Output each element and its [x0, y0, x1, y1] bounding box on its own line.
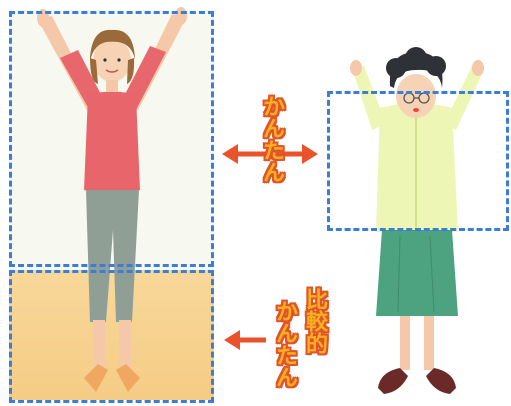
fairly-easy-label: かんたん 比較的 — [270, 288, 330, 388]
double-arrow-icon — [222, 144, 318, 164]
gray-pants — [86, 190, 139, 322]
easy-label: かんたん — [256, 95, 286, 183]
hair — [90, 29, 135, 62]
fairly-easy-column-1: 比較的 — [300, 288, 328, 354]
fairly-easy-column-2: かんたん — [270, 288, 298, 388]
left-arrow-icon — [224, 330, 266, 350]
easy-label-text: かんたん — [259, 95, 284, 183]
green-skirt — [376, 230, 458, 316]
pink-shirt — [84, 91, 140, 194]
lower-body-region-box — [9, 270, 214, 403]
left-background-floor — [9, 270, 214, 400]
fairly-easy-line2: かんたん — [272, 300, 297, 388]
upper-body-region-box — [9, 11, 214, 267]
arm-raise-region-box — [327, 91, 509, 231]
fairly-easy-line1: 比較的 — [302, 288, 327, 354]
